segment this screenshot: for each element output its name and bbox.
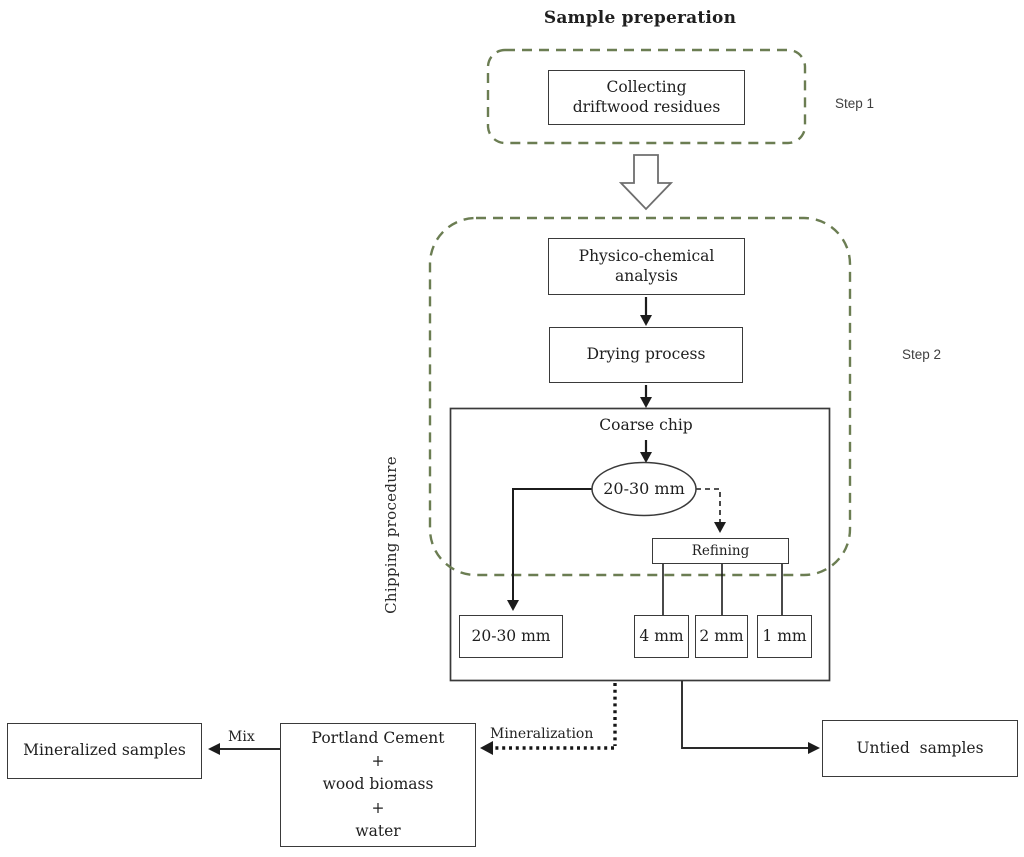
portland-line1: Portland Cement	[311, 728, 445, 747]
refining-box: Refining	[652, 538, 789, 564]
dashed-arrow-ellipse-refining	[696, 488, 721, 524]
chipping-procedure-label: Chipping procedure	[382, 456, 400, 614]
drying-box: Drying process	[549, 327, 743, 383]
collecting-line2: driftwood residues	[572, 97, 721, 116]
step2-dashed-group	[428, 216, 852, 577]
arrowhead	[640, 452, 652, 463]
coarse-chip-label: Coarse chip	[599, 416, 693, 434]
block-down-arrow	[618, 154, 674, 211]
arrowhead	[640, 397, 652, 408]
portland-line3: wood biomass	[322, 775, 434, 794]
arrowhead	[480, 741, 493, 755]
step1-dashed-group	[486, 48, 807, 145]
output-4mm-box: 4 mm	[634, 615, 689, 658]
mix-label: Mix	[228, 729, 255, 745]
portland-line5: water	[355, 821, 401, 840]
collecting-box: Collecting driftwood residues	[548, 70, 745, 125]
arrow-frame-untied	[681, 681, 810, 749]
step1-label: Step 1	[835, 96, 875, 111]
output-1mm-box: 1 mm	[757, 615, 812, 658]
arrowhead	[640, 315, 652, 326]
mineralized-samples-box: Mineralized samples	[7, 723, 202, 779]
portland-line2: +	[371, 752, 385, 771]
portland-cement-box: Portland Cement + wood biomass + water	[280, 723, 476, 847]
arrowhead	[808, 742, 820, 754]
output-2mm-box: 2 mm	[695, 615, 748, 658]
diagram-title: Sample preperation	[543, 8, 737, 28]
physico-line1: Physico-chemical	[578, 247, 715, 266]
arrowhead	[208, 743, 220, 755]
physico-box: Physico-chemical analysis	[548, 238, 745, 295]
step2-label: Step 2	[902, 347, 942, 362]
collecting-line1: Collecting	[606, 78, 687, 97]
physico-line2: analysis	[614, 266, 679, 285]
ellipse-size-label: 20-30 mm	[603, 479, 685, 498]
chip-size-ellipse	[591, 461, 697, 517]
arrowhead	[714, 522, 726, 533]
mineralization-label: Mineralization	[490, 726, 594, 742]
arrow-ellipse-2030	[512, 488, 592, 602]
arrowhead	[507, 600, 519, 611]
untied-samples-box: Untied samples	[822, 720, 1018, 777]
portland-line4: +	[371, 798, 385, 817]
output-2030mm-box: 20-30 mm	[459, 615, 563, 658]
